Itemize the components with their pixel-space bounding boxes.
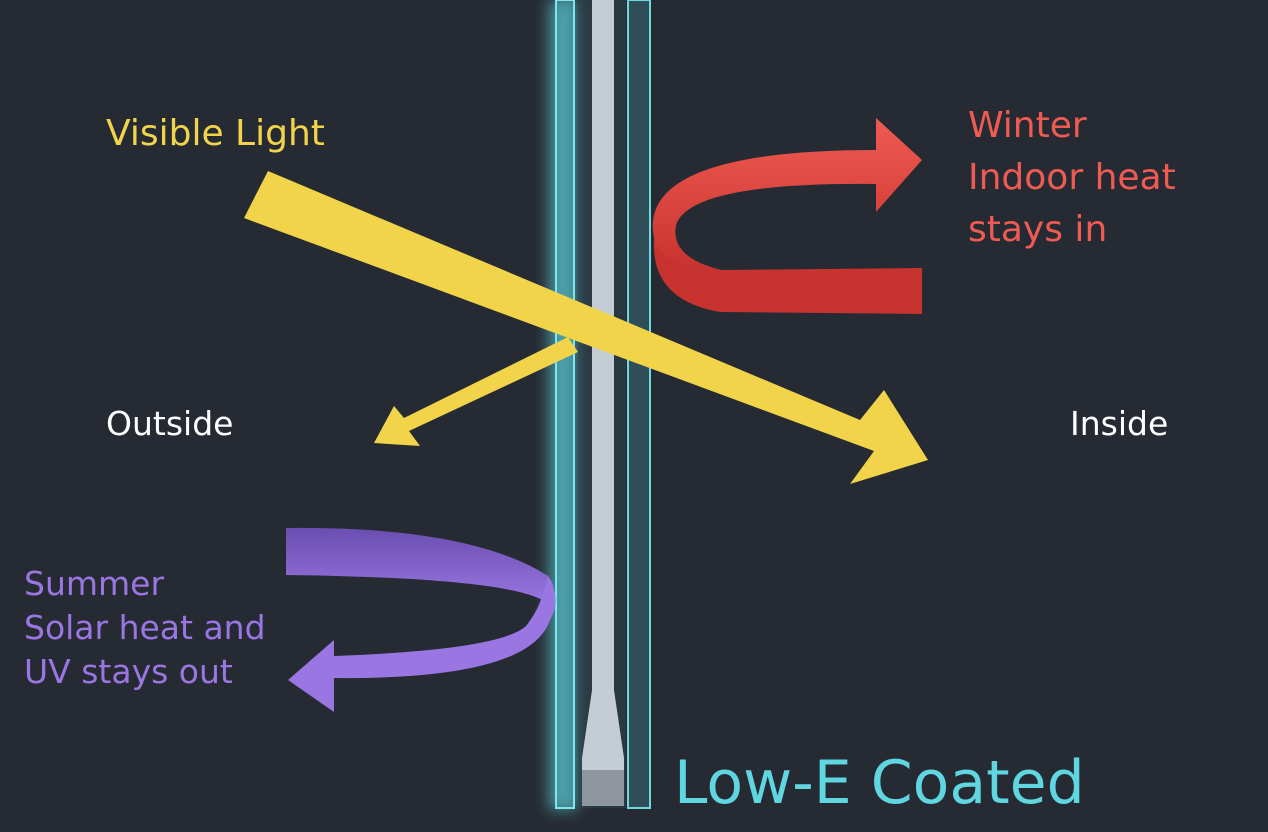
summer-arrow bbox=[286, 527, 556, 712]
winter-arrow bbox=[652, 118, 922, 314]
summer-arrow-band-bottom bbox=[288, 576, 556, 712]
summer-arrow-band-top bbox=[286, 527, 554, 604]
low-e-coated-label: Low-E Coated bbox=[674, 748, 1085, 818]
winter-label: Winter Indoor heat stays in bbox=[968, 105, 1176, 250]
inside-label: Inside bbox=[1070, 404, 1169, 443]
outer-glass-pane bbox=[555, 0, 575, 809]
visible-light-main-arrow bbox=[244, 171, 928, 484]
spacer-bar bbox=[582, 0, 624, 770]
visible-light-label: Visible Light bbox=[106, 113, 325, 154]
spacer-seal bbox=[582, 770, 624, 806]
visible-light-reflected-arrow bbox=[374, 337, 578, 446]
summer-label: Summer Solar heat and UV stays out bbox=[24, 564, 266, 691]
outside-label: Outside bbox=[106, 404, 234, 443]
winter-arrow-band bbox=[652, 118, 922, 270]
winter-arrow-under bbox=[653, 238, 922, 314]
glass-unit bbox=[548, 0, 651, 810]
inner-glass-pane bbox=[627, 0, 651, 809]
visible-light-arrows bbox=[244, 171, 928, 484]
